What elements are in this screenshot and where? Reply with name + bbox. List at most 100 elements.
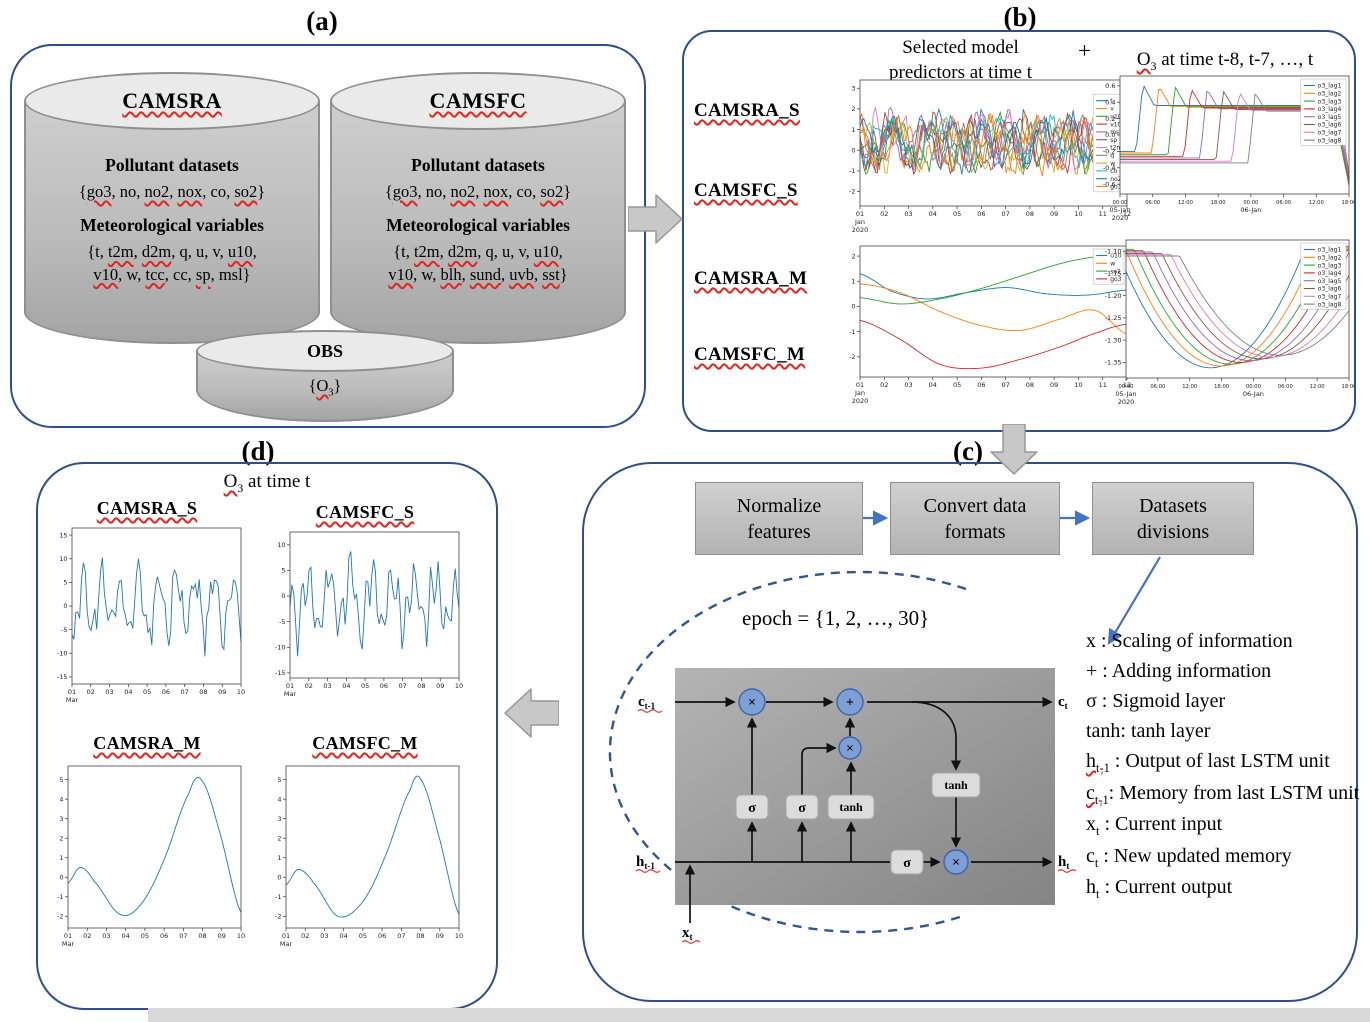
legend-line: + : Adding information — [1086, 660, 1272, 682]
svg-text:2: 2 — [59, 834, 63, 842]
svg-text:-5: -5 — [61, 626, 67, 634]
svg-text:Mar: Mar — [62, 940, 75, 948]
svg-text:o3_lag5: o3_lag5 — [1318, 278, 1342, 285]
normalize-features-label: Normalize features — [736, 494, 822, 543]
svg-text:o3_lag7: o3_lag7 — [1318, 130, 1342, 137]
panel-d-label: (d) — [241, 436, 275, 466]
svg-text:0: 0 — [63, 602, 67, 610]
svg-text:-15: -15 — [57, 673, 68, 681]
svg-text:05: 05 — [141, 932, 149, 940]
panel-c-connectors — [608, 510, 1161, 934]
svg-text:0: 0 — [281, 592, 285, 600]
svg-text:3: 3 — [277, 815, 281, 823]
svg-text:07: 07 — [1001, 210, 1009, 218]
svg-text:18:00: 18:00 — [1211, 200, 1226, 206]
svg-text:3: 3 — [59, 815, 63, 823]
svg-text:08: 08 — [199, 688, 207, 696]
lstm-cell-body — [675, 668, 1055, 905]
camsra-cylinder-body: Pollutant datasets {go3, no, no2, nox, c… — [24, 101, 320, 344]
convert-data-formats-label: Convert data formats — [923, 494, 1027, 543]
epoch-text: epoch = {1, 2, …, 30} — [742, 606, 930, 630]
svg-text:t2m: t2m — [1110, 145, 1122, 152]
panel-c — [582, 462, 1358, 1002]
svg-text:-1.25: -1.25 — [1105, 314, 1122, 322]
panel-b-header-plus: + — [1078, 38, 1091, 63]
panel-b-label: (b) — [1003, 2, 1037, 32]
datasets-divisions-box: Datasets divisions — [1092, 482, 1254, 555]
c-prev-label: ct-1 — [638, 694, 656, 711]
svg-text:-0.2: -0.2 — [1103, 148, 1116, 156]
svg-text:10: 10 — [277, 541, 285, 549]
svg-text:07: 07 — [179, 932, 187, 940]
svg-text:02: 02 — [301, 932, 309, 940]
legend-line: tanh: tanh layer — [1086, 720, 1211, 742]
spellcheck-squiggle — [681, 940, 701, 944]
svg-text:06:00: 06:00 — [1150, 384, 1165, 390]
svg-text:0: 0 — [851, 146, 855, 154]
svg-text:o3_lag2: o3_lag2 — [1318, 255, 1342, 262]
svg-text:2: 2 — [851, 105, 855, 113]
svg-text:08: 08 — [416, 932, 424, 940]
svg-text:08: 08 — [198, 932, 206, 940]
panel-c-label: (c) — [953, 436, 983, 466]
svg-text:05: 05 — [361, 682, 369, 690]
flow-arrow-c-to-d-icon — [504, 688, 559, 738]
svg-text:4: 4 — [59, 795, 63, 803]
svg-text:-15: -15 — [275, 669, 286, 677]
sigmoid-gate-label: σ — [903, 856, 911, 871]
svg-text:-2: -2 — [849, 353, 855, 361]
svg-text:10: 10 — [237, 932, 245, 940]
h-out-label: ht — [1058, 854, 1069, 871]
camsra-pollutant-list: {go3, no, no2, nox, co, so2} — [78, 182, 266, 201]
svg-text:0.6: 0.6 — [1105, 82, 1115, 90]
row-label-camsra-m: CAMSRA_M — [694, 268, 808, 289]
svg-text:02: 02 — [87, 688, 95, 696]
svg-text:Jan: Jan — [854, 389, 865, 397]
svg-text:Mar: Mar — [284, 690, 297, 698]
svg-text:o3_lag8: o3_lag8 — [1318, 301, 1342, 308]
svg-text:02: 02 — [880, 210, 888, 218]
svg-text:09: 09 — [436, 932, 444, 940]
svg-text:Mar: Mar — [66, 696, 79, 704]
svg-text:0: 0 — [851, 303, 855, 311]
svg-text:-5: -5 — [279, 618, 285, 626]
svg-text:o3_lag8: o3_lag8 — [1318, 137, 1342, 144]
svg-text:-2: -2 — [275, 912, 281, 920]
svg-text:08: 08 — [1026, 210, 1034, 218]
h-prev-label: ht-1 — [636, 854, 655, 871]
svg-text:09: 09 — [218, 932, 226, 940]
svg-text:06: 06 — [160, 932, 168, 940]
svg-text:03: 03 — [323, 682, 331, 690]
camsra-cylinder-cap: CAMSRA — [24, 72, 320, 130]
bottom-strip — [148, 1008, 1370, 1022]
svg-text:01: 01 — [282, 932, 290, 940]
legend-line: x : Scaling of information — [1086, 630, 1293, 652]
svg-text:05: 05 — [953, 381, 961, 389]
svg-text:sp: sp — [1110, 137, 1117, 144]
svg-text:07: 07 — [399, 682, 407, 690]
svg-text:0.4: 0.4 — [1105, 98, 1115, 106]
svg-text:09: 09 — [1050, 381, 1058, 389]
camsfc-met-heading: Meteorological variables — [386, 215, 570, 236]
panel-a — [10, 44, 646, 428]
svg-text:5: 5 — [59, 776, 63, 784]
panel-d-title: O3 at time t — [223, 471, 311, 495]
svg-text:o3_lag4: o3_lag4 — [1318, 106, 1342, 113]
svg-text:5: 5 — [281, 567, 285, 575]
svg-text:o3_lag7: o3_lag7 — [1318, 294, 1342, 301]
svg-text:08: 08 — [1026, 381, 1034, 389]
svg-text:10: 10 — [455, 932, 463, 940]
chart-title-camsra-s: CAMSRA_S — [96, 498, 198, 518]
svg-text:04: 04 — [929, 381, 937, 389]
svg-text:1: 1 — [851, 277, 855, 285]
svg-text:04: 04 — [122, 932, 130, 940]
svg-text:-1: -1 — [849, 328, 855, 336]
svg-text:1: 1 — [277, 854, 281, 862]
